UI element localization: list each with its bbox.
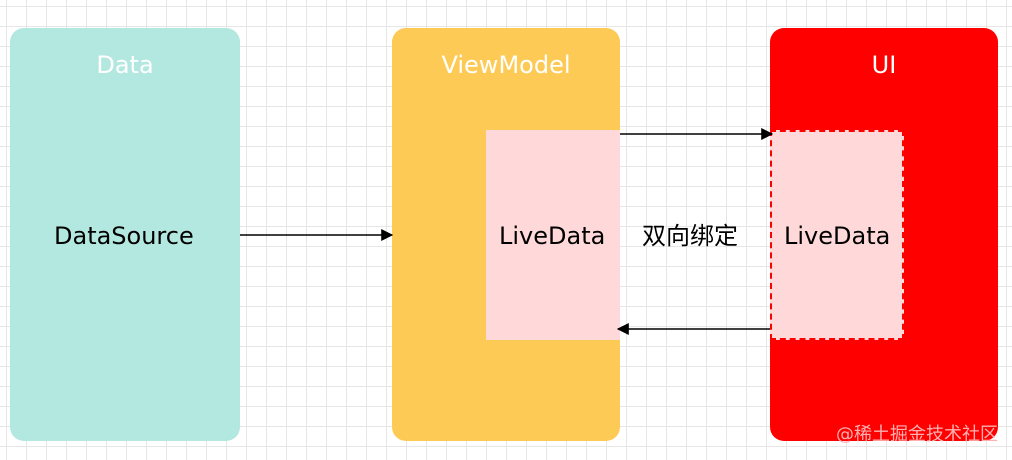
viewmodel-livedata-label: LiveData xyxy=(499,222,606,250)
ui-layer-title: UI xyxy=(871,51,897,79)
viewmodel-livedata-box xyxy=(486,130,620,340)
viewmodel-layer-title: ViewModel xyxy=(441,51,571,79)
watermark: @稀土掘金技术社区 xyxy=(836,424,998,445)
ui-livedata-label: LiveData xyxy=(784,222,891,250)
data-layer-title: Data xyxy=(96,51,154,79)
datasource-label: DataSource xyxy=(54,222,194,250)
ui-livedata-box xyxy=(770,130,904,340)
data-layer-panel: Data xyxy=(10,28,240,441)
two-way-binding-label: 双向绑定 xyxy=(642,222,738,250)
